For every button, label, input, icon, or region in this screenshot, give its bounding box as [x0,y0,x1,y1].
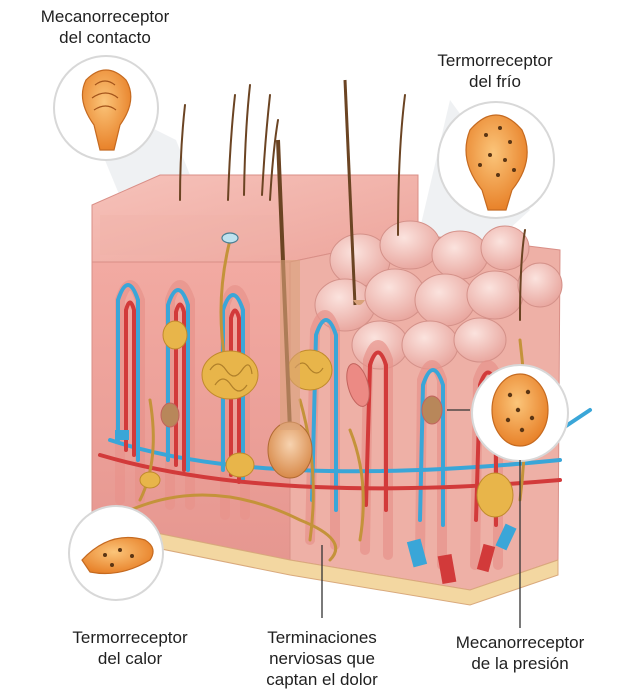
label-heat-thermoreceptor: Termorreceptor del calor [30,627,230,669]
label-pain-nerve-endings: Terminaciones nerviosas que captan el do… [222,627,422,690]
heat-receptor-circle [69,506,163,600]
label-touch-mechanoreceptor: Mecanorreceptor del contacto [0,6,210,48]
label-pressure-mechanoreceptor: Mecanorreceptor de la presión [425,632,615,674]
cold-receptor-circle [438,102,554,218]
touch-receptor-circle [54,56,158,160]
pressure-receptor-circle [472,365,568,461]
label-cold-thermoreceptor: Termorreceptor del frío [400,50,590,92]
